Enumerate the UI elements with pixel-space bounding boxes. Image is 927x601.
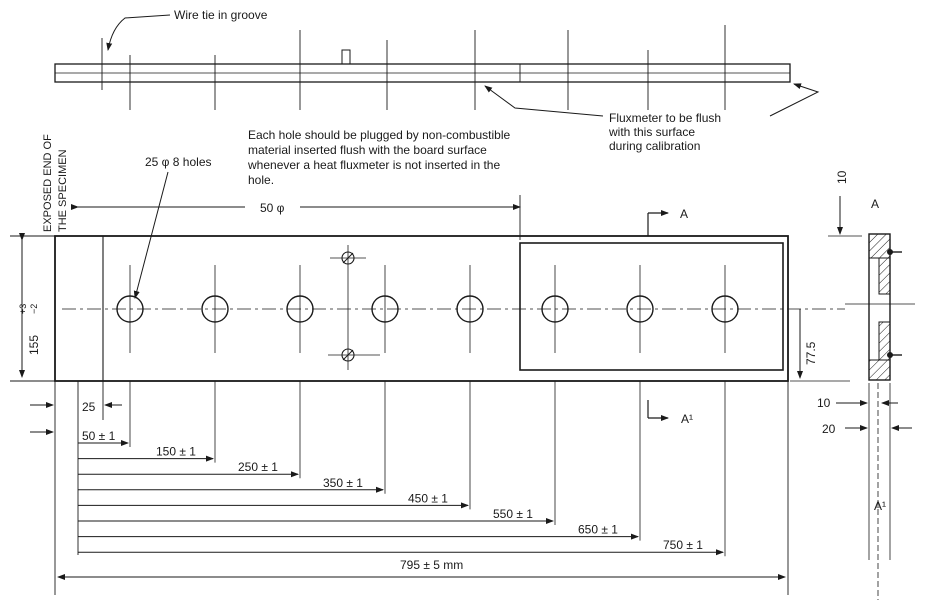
dim-155: 155 +3 −2 [10, 233, 55, 382]
label-holes: 25 φ 8 holes [145, 155, 212, 169]
bottom-dims: 25 50 ± 1 150 ± 1 250 ± 1 350 ± 1 450 ± 1 550… [30, 381, 789, 595]
label-section-view-A1: A¹ [874, 499, 886, 513]
dim-label-50: 50 ± 1 [82, 429, 116, 443]
label-fluxmeter-line2: with this surface [608, 125, 695, 139]
fluxmeter-leader-right [769, 83, 820, 117]
dim-label-550: 550 ± 1 [493, 507, 533, 521]
label-77-5: 77.5 [804, 341, 818, 365]
dim-label-250: 250 ± 1 [238, 460, 278, 474]
svg-text:whenever a heat fluxmeter is n: whenever a heat fluxmeter is not inserte… [247, 158, 500, 172]
label-20: 20 [822, 422, 836, 436]
dim-77-5: 77.5 [790, 309, 850, 382]
plan-view [54, 235, 845, 382]
dim-label-350: 350 ± 1 [323, 476, 363, 490]
label-fluxmeter-line1: Fluxmeter to be flush [609, 111, 721, 125]
label-10-bottom: 10 [817, 396, 831, 410]
label-155-tol-minus: −2 [29, 304, 39, 314]
dim-label-150: 150 ± 1 [156, 445, 196, 459]
svg-text:hole.: hole. [248, 173, 274, 187]
label-155-tol-plus: +3 [18, 304, 28, 314]
label-fluxmeter-line3: during calibration [609, 139, 700, 153]
label-155: 155 [27, 335, 41, 355]
wire-tie-leader [106, 14, 171, 51]
svg-text:material inserted flush with t: material inserted flush with the board s… [248, 143, 487, 157]
dim-label-750: 750 ± 1 [663, 538, 703, 552]
edge-view: Wire tie in groove Fluxmeter to be flush… [54, 8, 820, 153]
label-exposed-end-1: EXPOSED END OF [42, 134, 54, 232]
fluxmeter-leader-left [484, 85, 604, 117]
board-outline [54, 235, 789, 382]
fluxmeter-mount [328, 245, 380, 370]
label-50phi: 50 φ [260, 201, 285, 215]
edge-hole-lines [101, 25, 726, 110]
dim-label-450: 450 ± 1 [408, 491, 448, 505]
section-view: A A¹ 10 10 20 [817, 170, 915, 600]
dim-label-650: 650 ± 1 [578, 523, 618, 537]
label-section-A: A [680, 207, 688, 221]
label-795: 795 ± 5 mm [400, 558, 463, 572]
dimension-lines: 50 ± 1 150 ± 1 250 ± 1 350 ± 1 450 ± 1 550 ± … [78, 381, 726, 557]
label-exposed-end-2: THE SPECIMEN [57, 149, 69, 232]
label-section-view-A: A [871, 197, 879, 211]
plug-note: Each hole should be plugged by non-combu… [247, 128, 511, 187]
label-25: 25 [82, 400, 96, 414]
label-10-top: 10 [835, 170, 849, 184]
label-wire-tie: Wire tie in groove [174, 8, 268, 22]
label-section-A1: A¹ [681, 412, 693, 426]
edge-fluxmeter-stub [337, 49, 356, 65]
calibration-recess [519, 242, 784, 371]
holes-leader [133, 171, 169, 299]
hole-group [116, 265, 739, 353]
svg-text:Each hole should be plugged by: Each hole should be plugged by non-combu… [248, 128, 511, 142]
section-marks: A A¹ [647, 207, 693, 426]
